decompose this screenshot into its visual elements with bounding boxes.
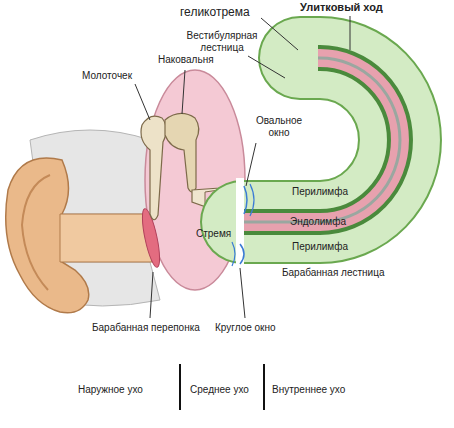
part-label: Барабанная перепонка [92,322,200,334]
section-separator [179,364,181,410]
part-label: Эндолимфа [290,216,346,228]
leader-line [261,18,298,50]
oval-window-wave [250,184,254,216]
perilymph [242,58,400,222]
cochlear-duct-wall [244,58,400,222]
section-label: Внутреннее ухо [272,384,345,396]
pinna-fold [22,175,50,290]
part-label: Стремя [196,228,231,240]
basilar-membrane [244,58,400,222]
part-label: Вестибулярная лестница [186,30,258,54]
malleus [141,116,166,220]
round-window [240,244,244,264]
oval-window [244,186,247,214]
part-label: Улитковый ход [300,1,383,14]
part-label: Барабанная лестница [282,267,384,279]
part-label: Наковальня [158,54,214,66]
cochlea-base-trim [236,178,244,266]
part-label: геликотрема [180,5,250,19]
part-label: Перилимфа [292,186,348,198]
ear-canal [60,214,152,262]
part-label: Овальное окно [248,115,310,139]
part-label: Молоточек [82,70,132,82]
leader-line [240,268,245,318]
leader-line [248,56,285,78]
leader-line [135,84,150,120]
cochlea-wall [242,58,400,222]
round-window-wave [232,242,235,266]
part-label: Перилимфа [292,241,348,253]
incus [165,113,199,192]
section-separator [263,364,265,410]
leader-line [246,143,256,186]
part-label: Круглое окно [215,322,276,334]
cochlear-duct [244,58,400,222]
leader-line [182,70,185,114]
section-label: Среднее ухо [190,384,249,396]
leader-line [350,16,351,50]
leader-line [150,272,153,318]
section-label: Наружное ухо [78,384,143,396]
